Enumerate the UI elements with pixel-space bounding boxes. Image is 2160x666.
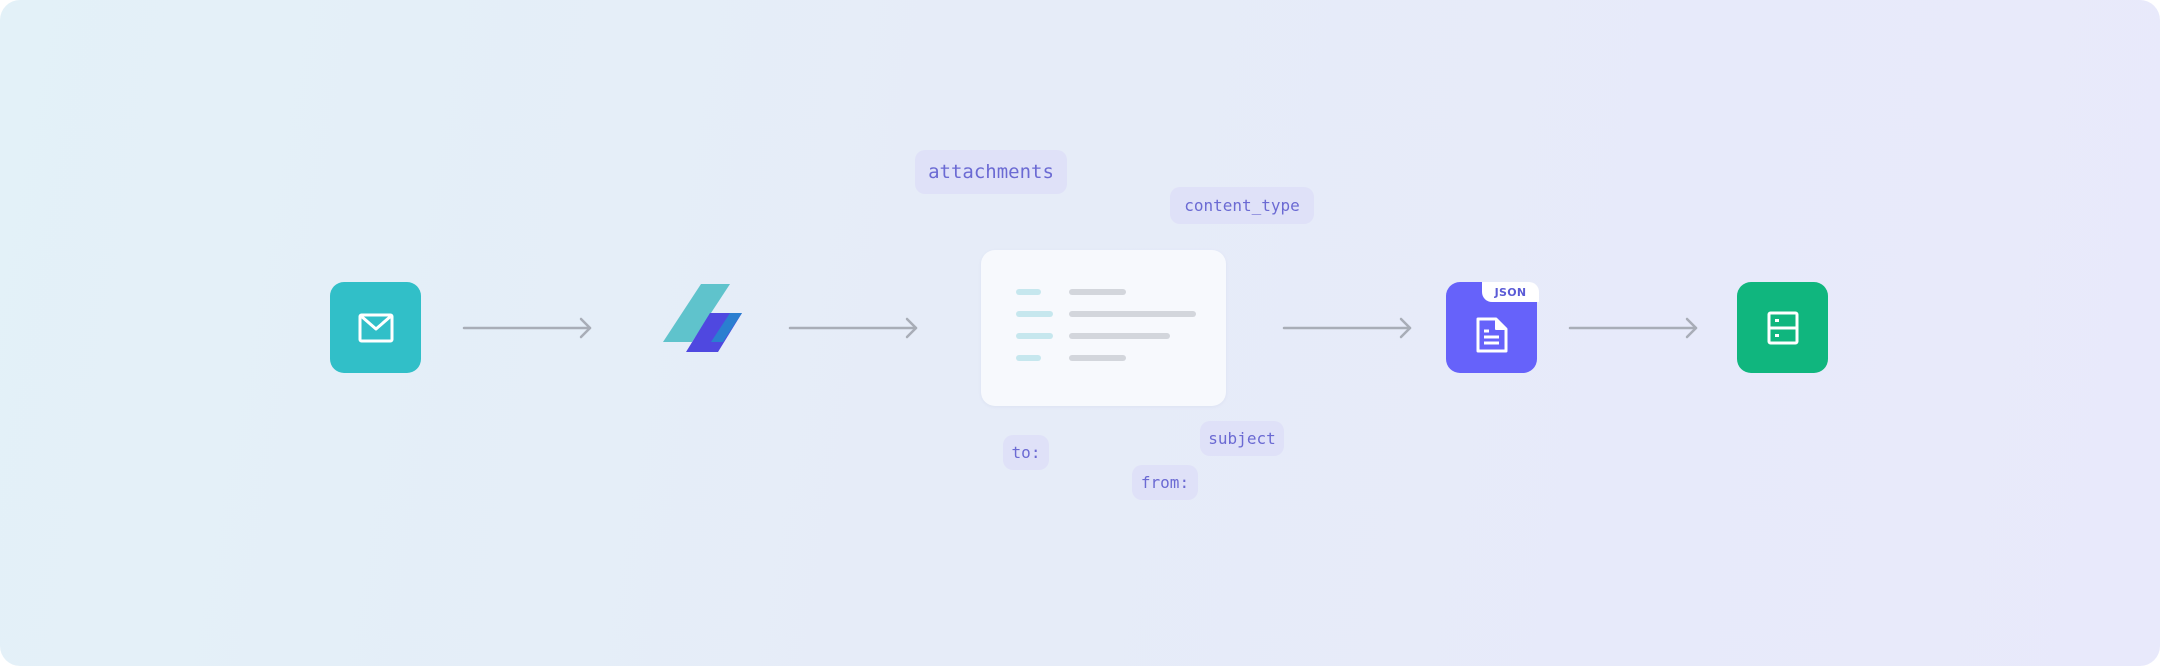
card-key-line <box>1016 311 1053 317</box>
card-value-line <box>1069 333 1170 339</box>
lightning-logo-icon <box>663 284 742 352</box>
card-key-line <box>1016 333 1053 339</box>
field-chip-from: from: <box>1132 465 1198 500</box>
field-chip-content-type: content_type <box>1170 187 1314 224</box>
card-value-line <box>1069 289 1126 295</box>
field-chip-attachments: attachments <box>915 150 1067 194</box>
flow-arrow-1 <box>462 317 592 339</box>
card-value-line <box>1069 355 1126 361</box>
json-badge: JSON <box>1482 282 1539 302</box>
flow-arrow-4 <box>1568 317 1698 339</box>
card-key-line <box>1016 355 1041 361</box>
field-chip-to: to: <box>1003 435 1049 470</box>
field-chip-subject: subject <box>1200 421 1284 456</box>
flow-arrow-2 <box>788 317 918 339</box>
database-icon <box>1767 311 1798 344</box>
email-node <box>330 282 421 373</box>
card-key-line <box>1016 289 1041 295</box>
parsed-email-card <box>981 250 1226 406</box>
envelope-icon <box>358 313 393 342</box>
json-file-icon <box>1476 317 1507 352</box>
flow-arrow-3 <box>1282 317 1412 339</box>
storage-node <box>1737 282 1828 373</box>
card-value-line <box>1069 311 1196 317</box>
